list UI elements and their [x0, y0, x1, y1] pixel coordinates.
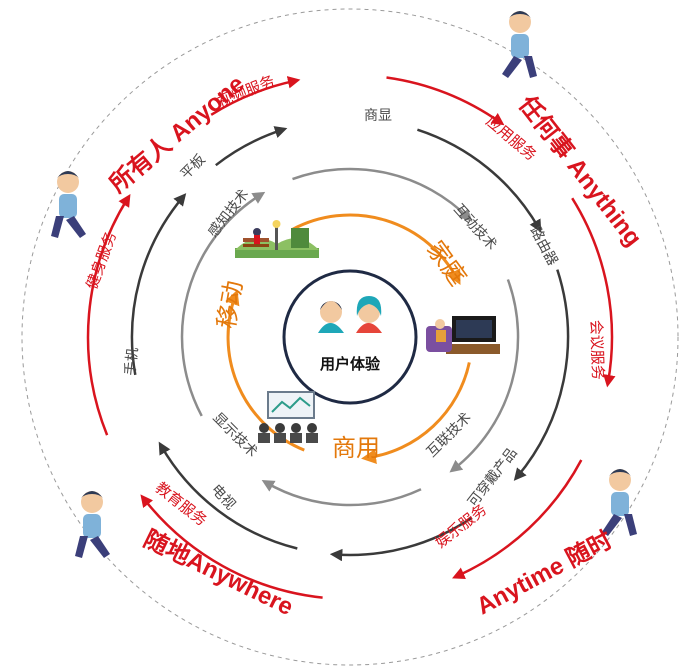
label-interaction-tech: 互动技术 — [450, 201, 499, 253]
label-wearables: 可穿戴产品 — [465, 445, 521, 510]
label-anytime: Anytime 随时 — [472, 526, 617, 620]
walking-person-icon — [502, 11, 537, 78]
label-phone: 手机 — [123, 347, 142, 377]
label-tablet: 平板 — [178, 152, 209, 183]
center-hub: 用户体验 — [282, 269, 418, 405]
inner-ring-arrow — [261, 480, 422, 507]
middle-ring-arrow — [329, 516, 473, 562]
inner-ring-arrow — [449, 279, 520, 473]
outer-ring-arrow — [452, 459, 583, 579]
label-meeting-services: 会议服务 — [587, 320, 607, 381]
label-mobile: 移动 — [212, 279, 248, 331]
label-entertainment-services: 娱乐服务 — [432, 500, 490, 551]
middle-ring-arrow — [130, 193, 187, 376]
center-label: 用户体验 — [320, 355, 381, 373]
outer-ring-arrow — [210, 76, 301, 116]
label-fitness-services: 健身服务 — [83, 229, 120, 292]
walking-person-icon — [75, 491, 110, 558]
middle-ring-arrow — [215, 126, 288, 167]
outer-service-ring — [86, 76, 616, 599]
middle-ring-arrow — [417, 128, 542, 233]
park-bench-icon — [235, 220, 319, 258]
label-internet-tech: 互联技术 — [424, 410, 475, 461]
label-display-tech: 显示技术 — [209, 410, 260, 461]
living-room-tv-icon — [426, 316, 500, 354]
people-avatars-icon — [318, 296, 382, 333]
label-sensing-tech: 感知技术 — [205, 186, 253, 241]
inner-technology-ring — [180, 167, 520, 507]
walking-person-icon — [51, 171, 86, 238]
outer-ring-arrow — [140, 494, 323, 599]
label-education-services: 教育服务 — [152, 478, 210, 529]
label-commercial: 商用 — [332, 434, 380, 462]
label-commercial-display: 商显 — [364, 108, 392, 124]
middle-ring-arrow — [513, 269, 570, 481]
outer-ring-arrow — [86, 193, 131, 436]
core-ring-arrow — [291, 213, 461, 285]
center-circle — [282, 269, 418, 405]
outer-ring-arrow — [571, 197, 616, 388]
core-ring-arrow — [361, 362, 471, 464]
middle-device-ring — [130, 126, 570, 562]
label-router: 路由器 — [527, 224, 561, 269]
label-tv: 电视 — [208, 482, 239, 514]
inner-ring-arrow — [180, 191, 266, 417]
walking-person-icon — [602, 469, 637, 536]
outer-ring-arrow — [386, 76, 505, 126]
meeting-room-icon — [258, 391, 318, 443]
inner-ring-arrow — [292, 167, 473, 222]
outer-dashed-boundary — [21, 8, 679, 666]
middle-ring-arrow — [158, 441, 298, 550]
